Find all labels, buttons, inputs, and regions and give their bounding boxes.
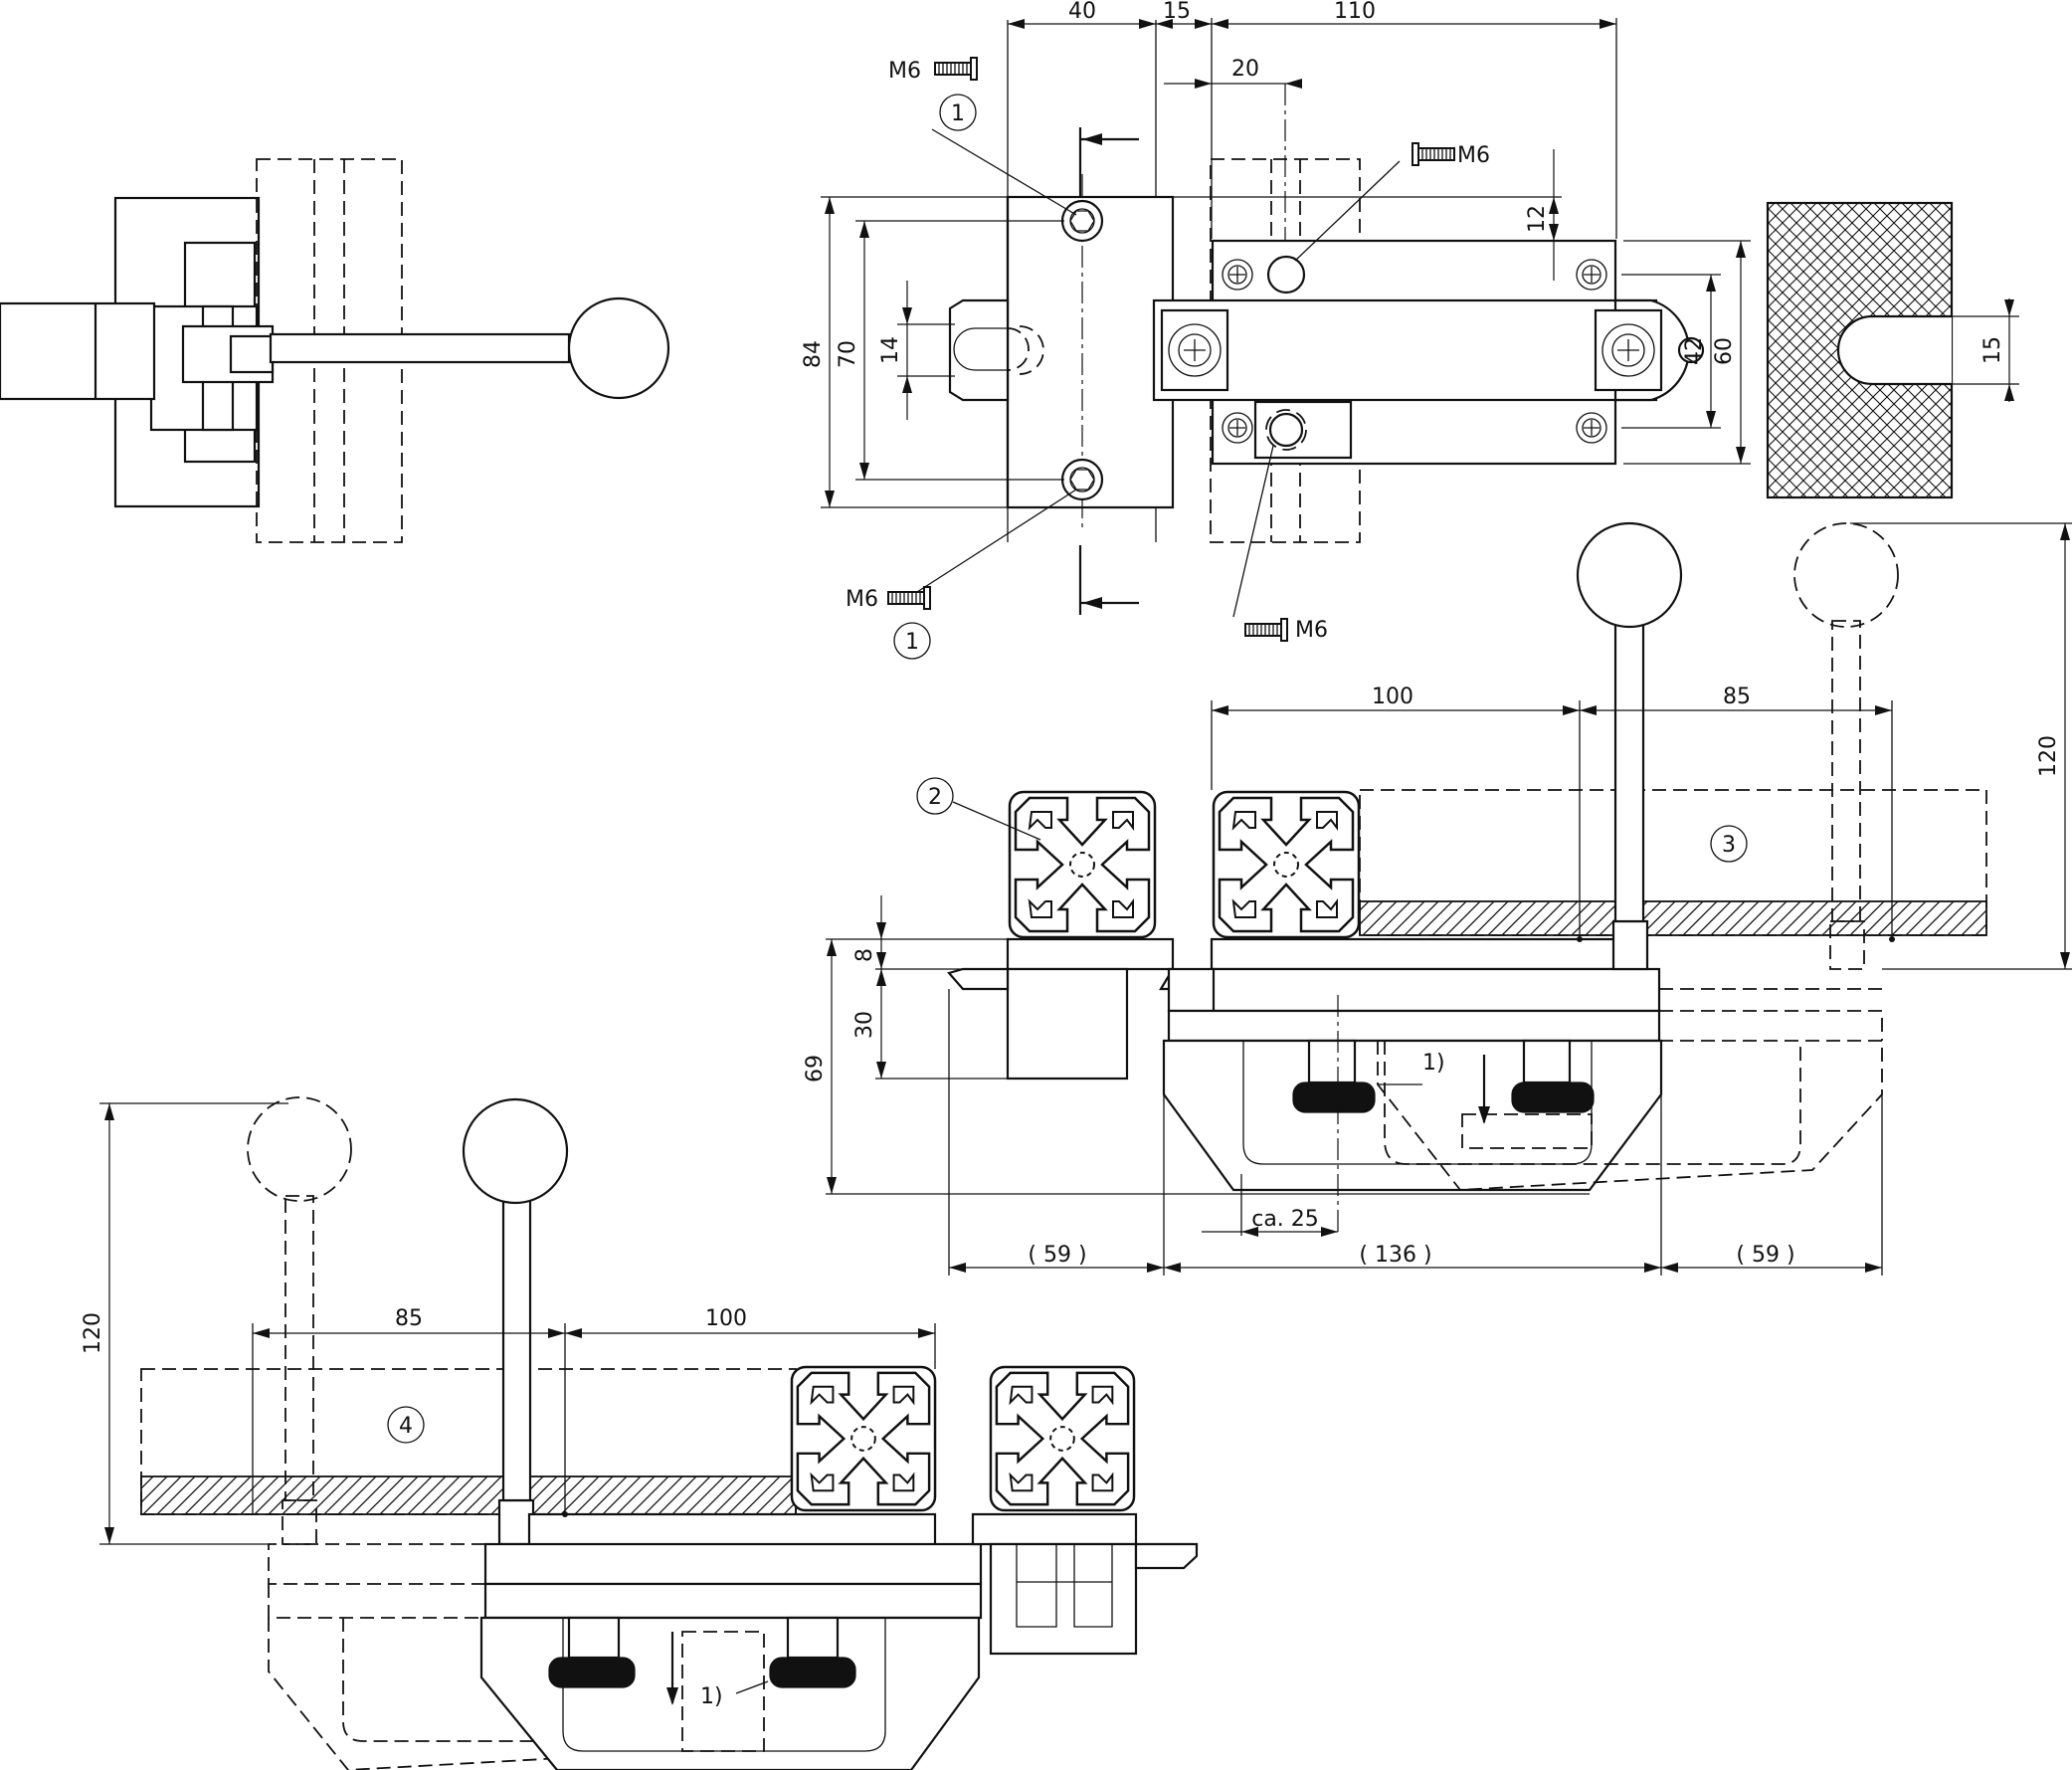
dim-84: 84 <box>801 340 826 368</box>
dim-70: 70 <box>836 340 860 368</box>
plan-view <box>916 20 1954 618</box>
callout-4: 4 <box>399 1414 413 1439</box>
dim-100-lower: 100 <box>705 1306 747 1331</box>
dim-60: 60 <box>1712 337 1737 365</box>
note-1-bottom: 1) <box>700 1684 723 1709</box>
dim-59-left: ( 59 ) <box>1028 1243 1086 1268</box>
dim-12: 12 <box>1525 205 1550 233</box>
m6-label: M6 <box>1295 618 1328 643</box>
plan-dimensions: 40 15 110 20 12 84 70 14 42 <box>801 0 2019 508</box>
dim-30: 30 <box>852 1011 877 1039</box>
callout-1-bottom: 1 <box>905 630 919 655</box>
callouts-plan: M6 1 M6 1 M6 M6 <box>846 57 1490 660</box>
dim-14: 14 <box>878 336 903 364</box>
dim-136: ( 136 ) <box>1359 1243 1431 1268</box>
dim-85-lower: 85 <box>395 1306 423 1331</box>
dim-110: 110 <box>1334 0 1376 24</box>
side-dimensions: 100 85 120 8 30 69 ca. 25 <box>803 522 2072 1276</box>
side-view-right: 2 3 1) <box>916 521 1987 1234</box>
callout-1-top: 1 <box>951 101 965 126</box>
dim-ca-25: ca. 25 <box>1251 1207 1319 1232</box>
m6-label: M6 <box>1457 143 1490 168</box>
side-view-top-left <box>0 158 670 543</box>
dim-120: 120 <box>2036 735 2061 777</box>
note-1-right: 1) <box>1422 1051 1445 1076</box>
dim-15-block: 15 <box>1980 336 2005 364</box>
dim-85: 85 <box>1723 685 1751 709</box>
dim-42: 42 <box>1682 337 1707 365</box>
dim-40: 40 <box>1068 0 1096 24</box>
side-view-bottom: 1) 4 <box>140 1096 1199 1770</box>
dim-59-right: ( 59 ) <box>1736 1243 1794 1268</box>
dim-20: 20 <box>1231 57 1259 82</box>
dim-8: 8 <box>852 948 877 962</box>
dim-15: 15 <box>1163 0 1191 24</box>
callout-3: 3 <box>1722 833 1736 858</box>
m6-label: M6 <box>846 587 878 612</box>
m6-label: M6 <box>888 59 921 84</box>
callout-2: 2 <box>928 785 942 810</box>
bottom-dimensions: 85 100 120 <box>81 1102 936 1545</box>
dim-69: 69 <box>803 1055 828 1082</box>
dim-120-lower: 120 <box>81 1312 105 1354</box>
dim-100: 100 <box>1372 685 1413 709</box>
